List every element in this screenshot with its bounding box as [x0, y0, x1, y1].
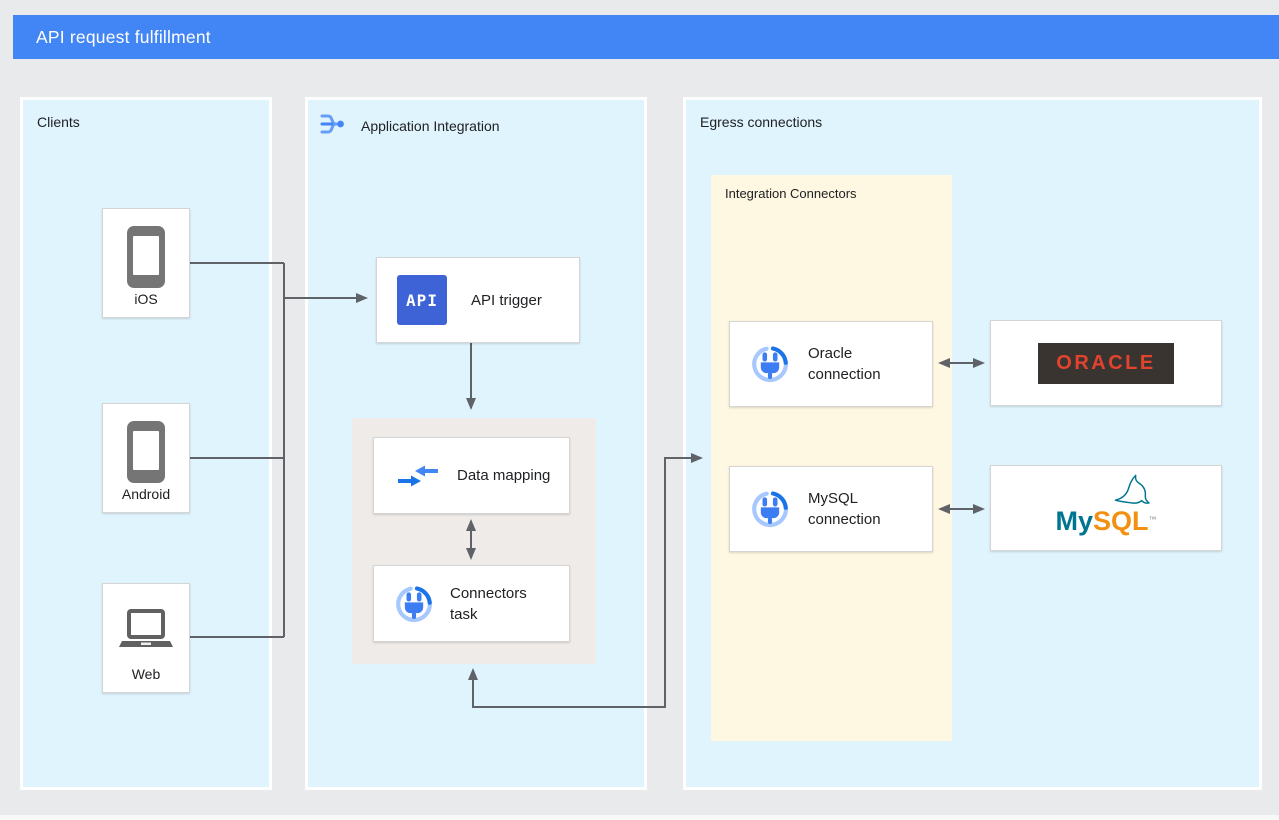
connector-plug-icon [750, 344, 790, 384]
header-bar: API request fulfillment [13, 15, 1279, 59]
data-mapping-node: Data mapping [373, 437, 570, 514]
connector-plug-icon [394, 584, 434, 624]
connectors-task-label: Connectors task [450, 584, 527, 623]
smartphone-icon [127, 421, 165, 483]
device-label: Web [131, 666, 161, 682]
mysql-logo-tm: ™ [1148, 515, 1157, 524]
integration-connectors-group: Integration Connectors [711, 175, 952, 741]
application-integration-zone-title: Application Integration [361, 118, 500, 134]
bottom-edge [0, 815, 1279, 820]
mysql-logo-my: My [1055, 506, 1093, 536]
device-card-web: Web [102, 583, 190, 693]
egress-zone-title: Egress connections [700, 114, 823, 130]
mysql-connection-label: MySQL connection [808, 490, 881, 528]
device-card-android: Android [102, 403, 190, 513]
application-integration-icon [319, 108, 351, 140]
api-trigger-icon: API [397, 275, 447, 325]
data-mapping-icon [396, 461, 440, 491]
api-trigger-label: API trigger [471, 291, 542, 309]
mysql-dolphin-icon [1109, 471, 1155, 511]
clients-zone-title: Clients [37, 114, 80, 130]
api-trigger-node: API API trigger [376, 257, 580, 343]
oracle-connection-node: Oracle connection [729, 321, 933, 407]
oracle-connection-label: Oracle connection [808, 345, 881, 383]
device-label: iOS [134, 291, 158, 307]
smartphone-icon [127, 226, 165, 288]
laptop-icon [118, 609, 174, 651]
oracle-logo: ORACLE [1038, 342, 1174, 384]
api-chip-text: API [406, 290, 438, 310]
connector-plug-icon [750, 489, 790, 529]
data-mapping-label: Data mapping [457, 467, 551, 484]
integration-connectors-title: Integration Connectors [725, 186, 857, 201]
mysql-logo-text: MySQL™ [991, 506, 1221, 537]
device-card-ios: iOS [102, 208, 190, 318]
page-title: API request fulfillment [36, 26, 211, 47]
mysql-logo-sql: SQL [1093, 506, 1149, 536]
mysql-connection-node: MySQL connection [729, 466, 933, 552]
device-label: Android [121, 486, 171, 502]
connectors-task-node: Connectors task [373, 565, 570, 642]
oracle-logo-card: ORACLE [990, 320, 1222, 406]
oracle-logo-text: ORACLE [1056, 351, 1156, 374]
mysql-logo-card: MySQL™ [990, 465, 1222, 551]
